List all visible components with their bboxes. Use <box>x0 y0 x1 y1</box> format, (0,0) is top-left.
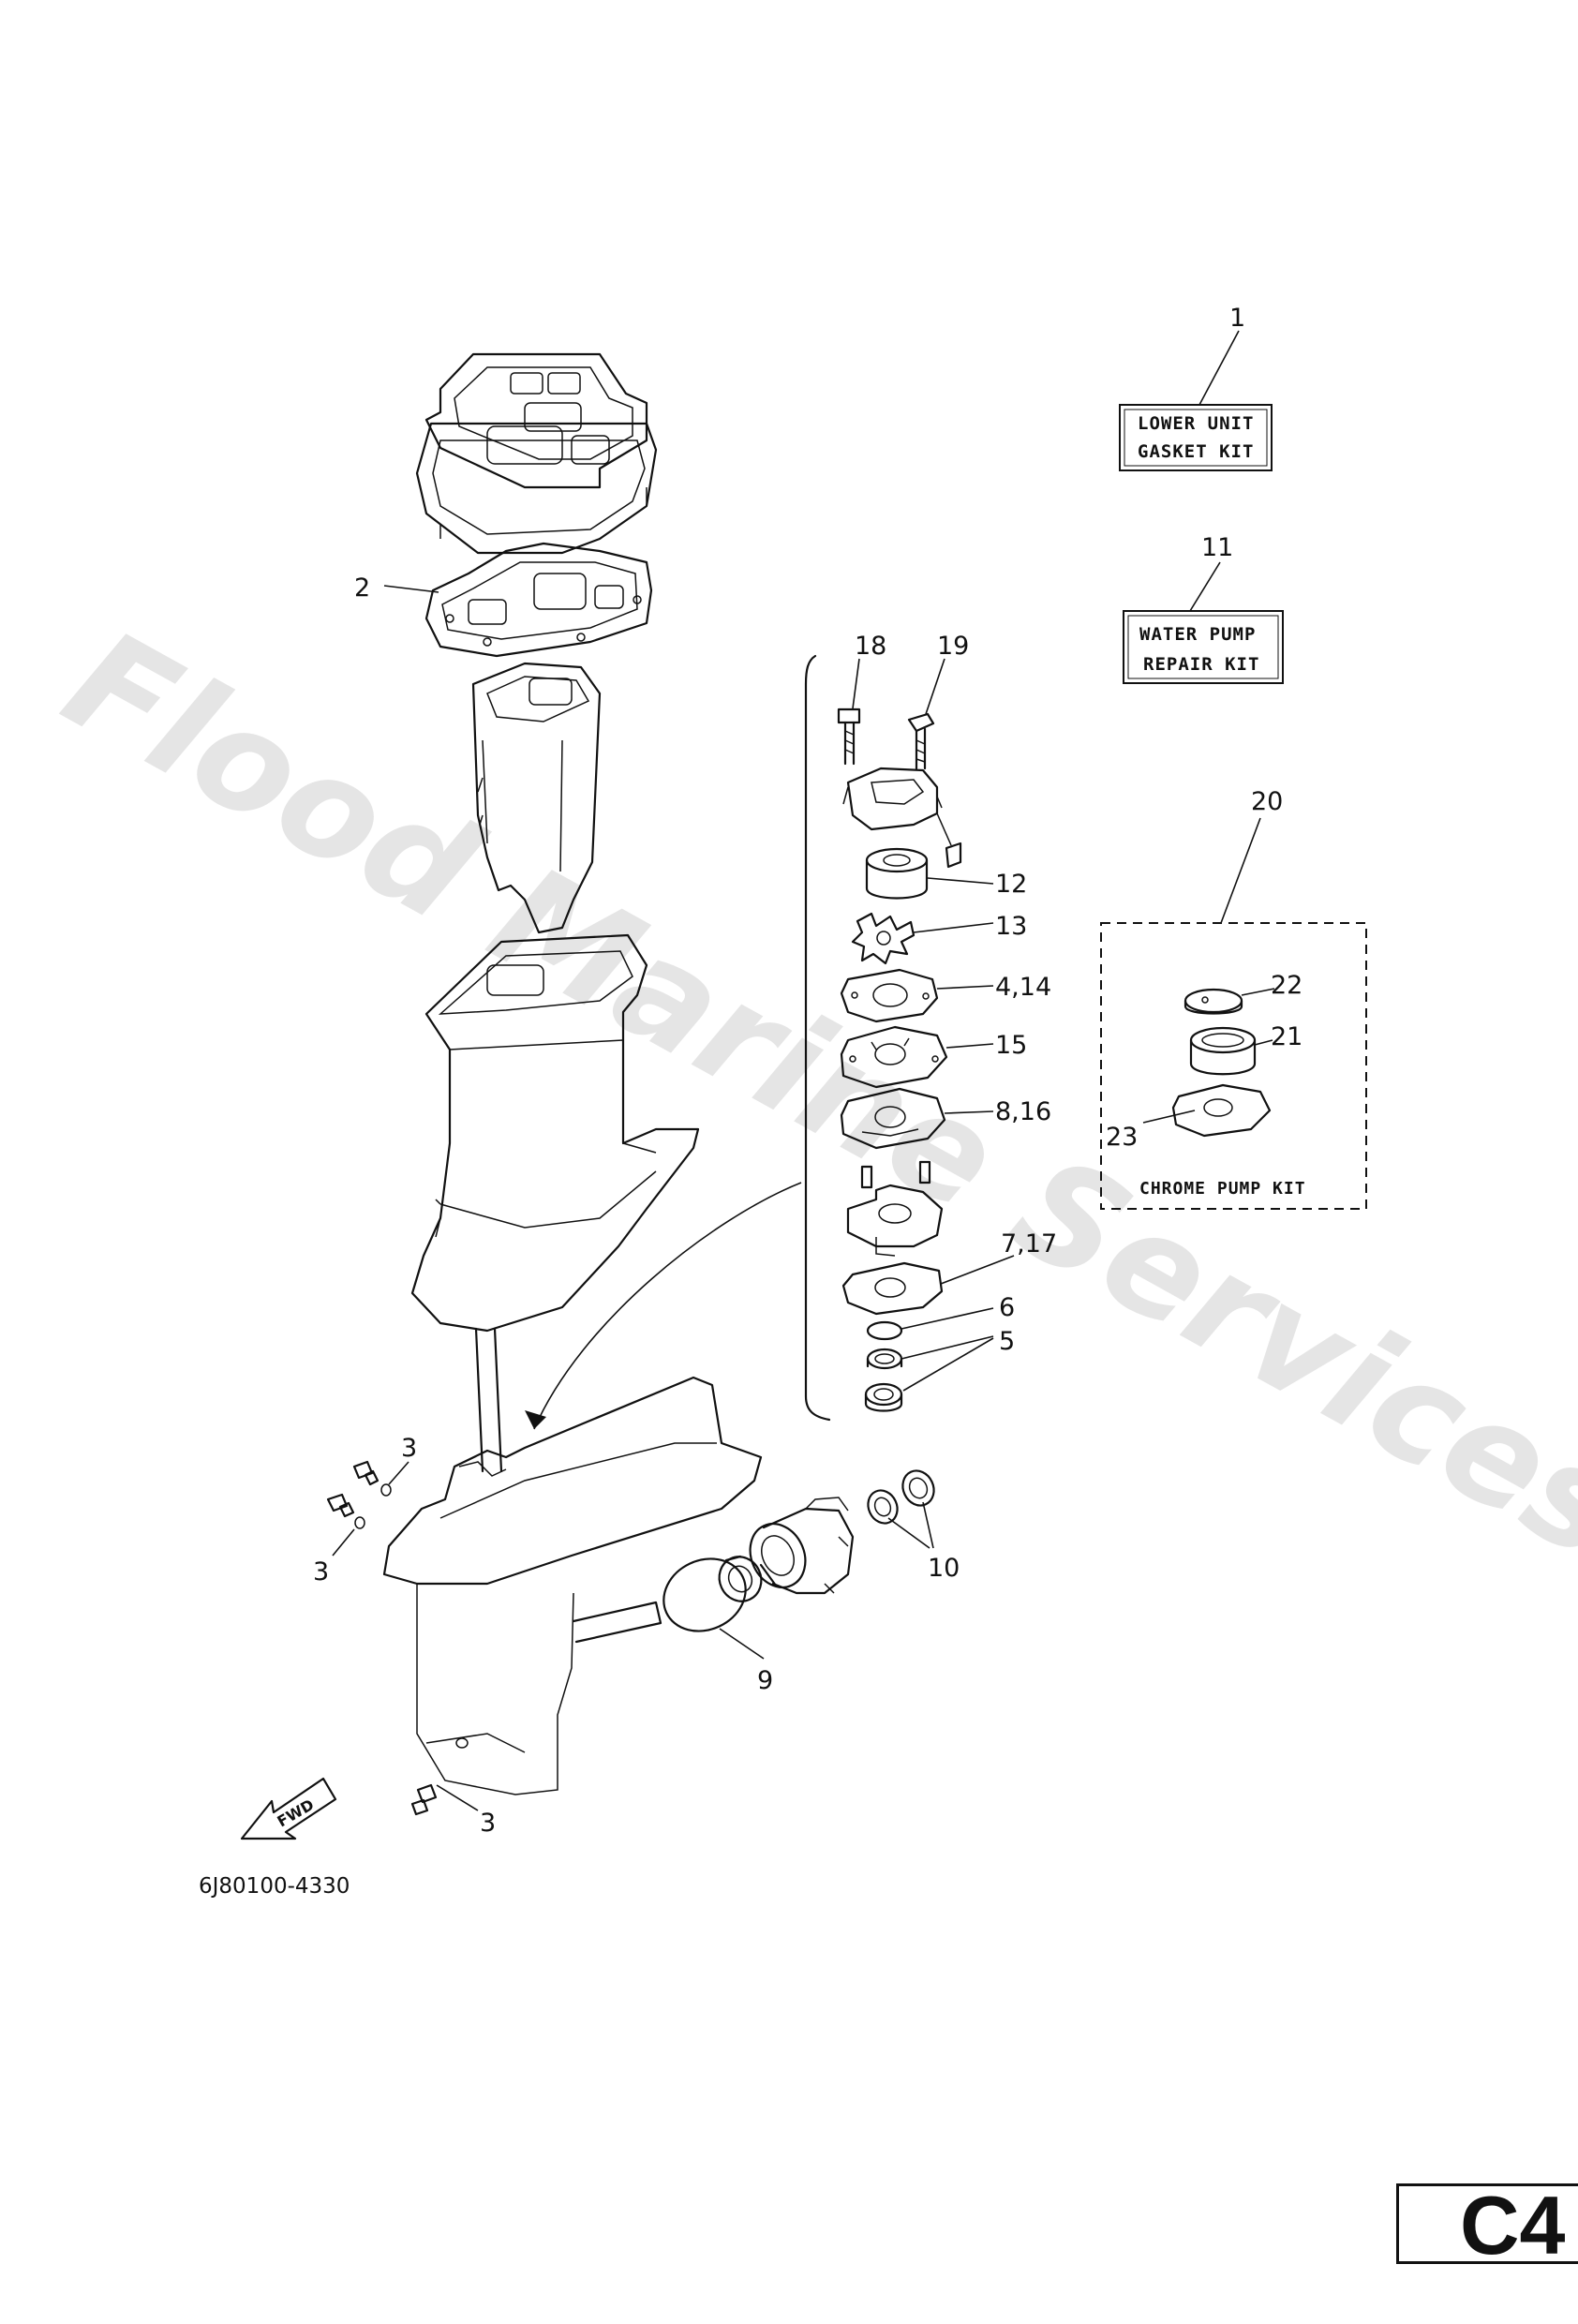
prop-shaft-housing-drawing <box>662 1469 935 1632</box>
callout-2: 2 <box>354 574 370 603</box>
impeller-13-drawing <box>851 912 916 965</box>
lower-unit-kit-line2: GASKET KIT <box>1138 441 1254 462</box>
drive-shaft-drawing <box>474 1327 503 1473</box>
page-code: C4 <box>1460 2179 1566 2272</box>
callout-10: 10 <box>928 1554 960 1583</box>
drawing-number: 6J80100-4330 <box>199 1874 350 1899</box>
callout-3-top: 3 <box>401 1434 417 1463</box>
callout-7-17: 7,17 <box>1001 1229 1057 1259</box>
water-pump-kit-line2: REPAIR KIT <box>1143 654 1259 675</box>
callout-19: 19 <box>937 632 969 661</box>
plate-15-drawing <box>840 1025 948 1089</box>
pump-cup-12-drawing <box>865 847 929 900</box>
callout-8-16: 8,16 <box>995 1097 1051 1126</box>
callout-5: 5 <box>999 1327 1015 1356</box>
exhaust-guide-drawing <box>471 662 602 934</box>
upper-casing-drawing <box>410 933 700 1333</box>
callout-6: 6 <box>999 1293 1015 1322</box>
upper-gasket-drawing <box>415 352 658 555</box>
page-code-badge: C4 <box>1396 2181 1578 2271</box>
callout-11: 11 <box>1201 533 1233 562</box>
gasket-7-17-drawing <box>841 1261 944 1316</box>
water-pump-kit-line1: WATER PUMP <box>1139 624 1256 645</box>
callout-23: 23 <box>1106 1123 1138 1152</box>
callout-22: 22 <box>1271 971 1303 1000</box>
chrome-pump-parts-drawing <box>1171 988 1272 1138</box>
watermark: Flood Marine Services <box>40 599 1578 1590</box>
callout-13: 13 <box>995 912 1027 941</box>
gasket-2-drawing <box>424 542 653 658</box>
lower-unit-gasket-kit-label: LOWER UNIT GASKET KIT <box>1119 404 1273 471</box>
gasket-4-14-drawing <box>840 968 939 1023</box>
water-pump-repair-kit-label: WATER PUMP REPAIR KIT <box>1123 610 1284 684</box>
bolt-19-drawing <box>907 712 935 770</box>
callout-1: 1 <box>1229 304 1245 333</box>
callout-18: 18 <box>855 632 886 661</box>
callout-4-14: 4,14 <box>995 973 1051 1002</box>
pump-housing-drawing <box>842 767 962 869</box>
callout-3-bottom: 3 <box>480 1809 496 1838</box>
callout-12: 12 <box>995 870 1027 899</box>
callout-21: 21 <box>1271 1022 1303 1051</box>
callout-3-left: 3 <box>313 1557 329 1587</box>
bolt-18-drawing <box>837 708 861 766</box>
pump-base-drawing <box>846 1160 944 1257</box>
callout-15: 15 <box>995 1031 1027 1060</box>
lower-unit-kit-line1: LOWER UNIT <box>1138 413 1254 434</box>
chrome-pump-kit-label: CHROME PUMP KIT <box>1139 1179 1306 1199</box>
callout-20: 20 <box>1251 787 1283 816</box>
callout-9: 9 <box>757 1666 773 1695</box>
drain-screws-3-drawing <box>326 1460 438 1816</box>
lower-casing-drawing <box>382 1376 763 1795</box>
o-ring-6-drawing <box>866 1320 903 1341</box>
gasket-8-16-drawing <box>840 1087 946 1150</box>
oil-seals-5-drawing <box>864 1348 903 1412</box>
forward-arrow-icon: FWD <box>240 1777 337 1840</box>
chrome-pump-kit-box <box>1100 922 1367 1210</box>
